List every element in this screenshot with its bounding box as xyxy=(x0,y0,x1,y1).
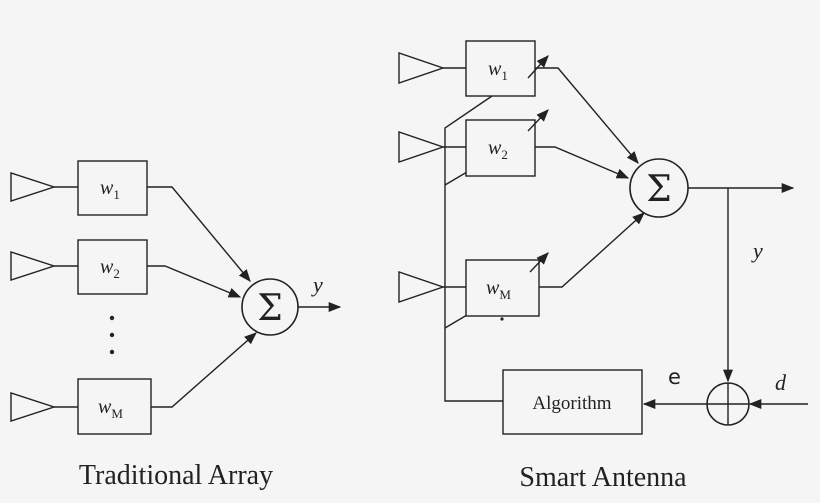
weight-label-2: w2 xyxy=(488,137,508,162)
feedback-bus xyxy=(444,95,503,402)
ellipsis-dot xyxy=(109,315,115,321)
wire xyxy=(147,186,251,282)
weight-box-1 xyxy=(465,40,536,97)
output-label-y: y xyxy=(751,238,763,263)
adapt-arrow xyxy=(527,55,549,79)
adapt-arrow xyxy=(529,252,549,273)
weight-box-1 xyxy=(77,160,148,216)
output-label-y: y xyxy=(311,272,323,297)
wire xyxy=(535,146,630,179)
weight-label-m: wM xyxy=(486,277,511,302)
weight-box-2 xyxy=(465,119,536,177)
traditional-array: w1 w2 wM Σ y Traditional Array xyxy=(10,160,342,491)
desired-label-d: d xyxy=(775,370,787,395)
error-label-e: e xyxy=(668,365,681,389)
weight-label-1: w1 xyxy=(488,58,508,83)
antenna-element-icon xyxy=(398,52,446,84)
wire xyxy=(151,332,257,408)
antenna-element-icon xyxy=(10,172,57,202)
antenna-element-icon xyxy=(10,251,57,281)
caption-smart: Smart Antenna xyxy=(519,462,687,493)
antenna-element-icon xyxy=(398,131,446,163)
antenna-element-icon xyxy=(398,271,446,303)
caption-traditional: Traditional Array xyxy=(79,460,273,491)
ellipsis-dot xyxy=(500,317,504,321)
weight-box-m xyxy=(465,259,540,317)
smart-antenna: w1 w2 wM Σ y d e Algorithm xyxy=(398,40,808,493)
sum-symbol: Σ xyxy=(257,288,282,329)
weight-box-2 xyxy=(77,239,148,295)
weight-box-m xyxy=(77,378,152,435)
wire xyxy=(535,67,639,164)
wire xyxy=(539,212,645,288)
weight-label-2: w2 xyxy=(100,256,120,281)
weight-label-1: w1 xyxy=(100,177,120,202)
weight-label-m: wM xyxy=(98,396,123,421)
sum-symbol: Σ xyxy=(646,169,671,210)
algorithm-box xyxy=(502,369,643,435)
antenna-element-icon xyxy=(10,392,57,422)
ellipsis-dot xyxy=(109,332,115,338)
feedback-tap xyxy=(444,314,468,329)
algorithm-label: Algorithm xyxy=(532,393,611,414)
feedback-tap xyxy=(444,171,468,186)
ellipsis-dot xyxy=(109,349,115,355)
wire xyxy=(147,265,242,298)
adapt-arrow xyxy=(527,109,549,132)
